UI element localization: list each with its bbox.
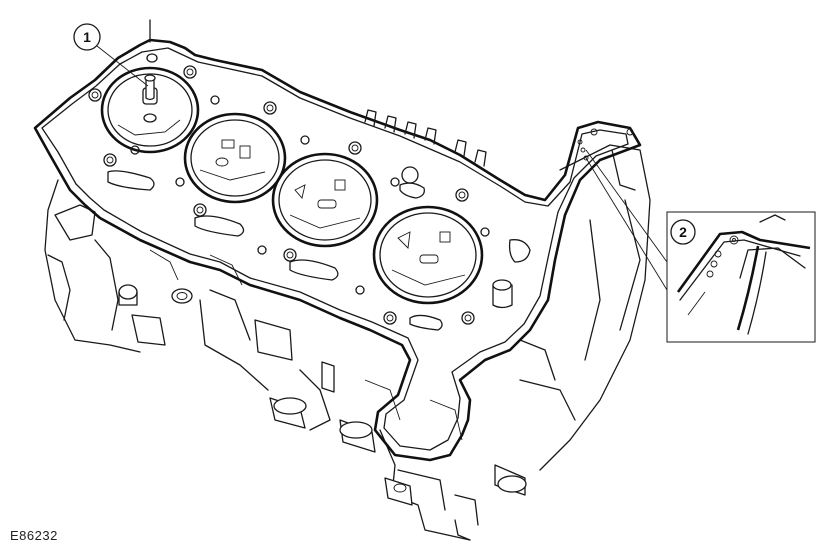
locating-dowel-pin [144,19,158,101]
head-gasket [33,38,642,462]
callout-2: 2 [585,149,816,343]
figure-id-label: E86232 [10,528,58,543]
callout-1-label: 1 [83,29,91,45]
callout-1: 1 [73,23,149,87]
engine-block [44,144,651,541]
bolt-holes [88,65,490,325]
dowel-pin-right [492,239,531,309]
cylinder-bore-2 [183,112,287,204]
cylinder-bore-3 [271,152,379,248]
coolant-slots [107,170,443,331]
cylinder-bore-4 [372,205,484,305]
callout-2-label: 2 [679,224,687,240]
